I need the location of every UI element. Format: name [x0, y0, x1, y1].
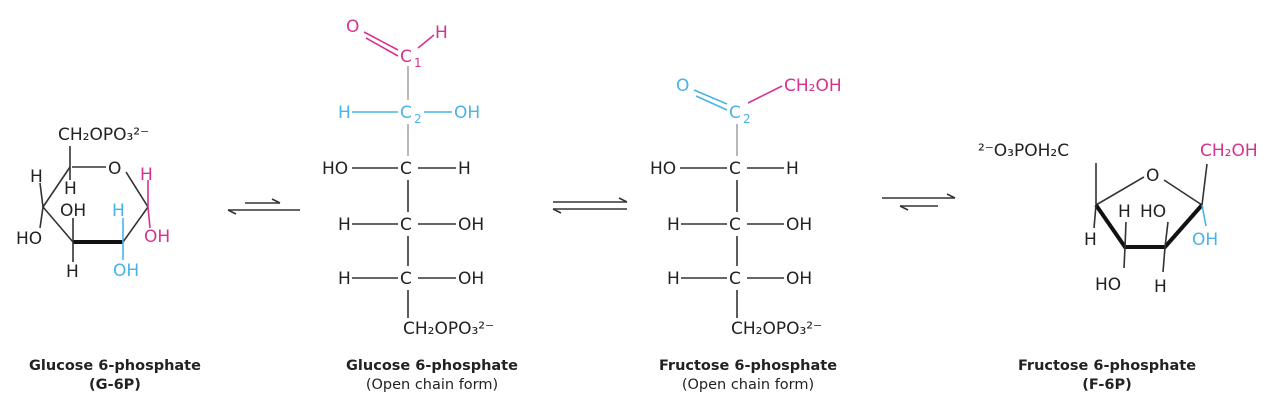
glc-c2-number: 2 [414, 112, 422, 126]
fru-c3-h: H [786, 159, 799, 179]
glc-c5-oh: OH [458, 269, 484, 289]
g6p-ring-abbrev: (G-6P) [89, 377, 141, 393]
g6p-ring-oxygen: O [108, 159, 121, 179]
g6p-ring-name: Glucose 6-phosphate [29, 358, 201, 374]
fru-c2: C [729, 103, 741, 123]
g6p-oh-c1-down: OH [144, 227, 170, 247]
g6p-h-c4-up: H [30, 167, 43, 187]
fru-c4: C [729, 215, 741, 235]
g6p-ho-c4-down: HO [16, 229, 42, 249]
fru-c3-ho: HO [650, 159, 676, 179]
g6p-oh-c3-up: OH [60, 201, 86, 221]
fru-c3: C [729, 159, 741, 179]
glc-c4-h: H [338, 215, 351, 235]
f6p-ho-c4-down: HO [1095, 275, 1121, 295]
g6p-h-c1-up: H [140, 165, 153, 185]
glc-c4: C [400, 215, 412, 235]
fru-c1-ch2oh: CH₂OH [784, 76, 842, 96]
glc-c2-oh: OH [454, 103, 480, 123]
fru-c5-h: H [667, 269, 680, 289]
glc-c2-h: H [338, 103, 351, 123]
fru-c5: C [729, 269, 741, 289]
glc-open-name: Glucose 6-phosphate [346, 358, 518, 374]
fructose-open-chain: O C 2 CH₂OH HO C H H C OH H C OH CH₂OPO₃… [650, 76, 842, 339]
equilibrium-arrow-3 [882, 193, 956, 211]
f6p-ring-structure: ²⁻O₃POH₂C CH₂OH O H H HO OH HO H [978, 141, 1258, 297]
f6p-ring-name: Fructose 6-phosphate [1018, 358, 1196, 374]
f6p-ring-oxygen: O [1146, 166, 1159, 186]
glc-c5: C [400, 269, 412, 289]
fru-open-form: (Open chain form) [682, 377, 814, 393]
f6p-c1-ch2oh: CH₂OH [1200, 141, 1258, 161]
glc-aldehyde-oxygen: O [346, 17, 359, 37]
fru-c4-h: H [667, 215, 680, 235]
fru-c6-phosphate: CH₂OPO₃²⁻ [731, 319, 822, 339]
f6p-h-c3-down: H [1154, 277, 1167, 297]
glc-c3-ho: HO [322, 159, 348, 179]
f6p-ho-c3-up: HO [1140, 202, 1166, 222]
f6p-oh-c2: OH [1192, 230, 1218, 250]
fru-c5-oh: OH [786, 269, 812, 289]
glc-aldehyde-h: H [435, 23, 448, 43]
glc-c3: C [400, 159, 412, 179]
fru-c4-oh: OH [786, 215, 812, 235]
glucose-open-chain: O H C 1 H C 2 OH HO C H H C OH H C OH [322, 17, 494, 339]
f6p-h-c5: H [1084, 230, 1097, 250]
g6p-ring-structure: CH₂OPO₃²⁻ O H H OH H H OH HO H OH [16, 125, 170, 282]
fru-ketone-oxygen: O [676, 76, 689, 96]
glc-open-form: (Open chain form) [366, 377, 498, 393]
glc-c1-number: 1 [414, 56, 422, 70]
g6p-h-c2-up: H [112, 201, 125, 221]
fru-c2-number: 2 [743, 112, 751, 126]
fru-open-name: Fructose 6-phosphate [659, 358, 837, 374]
equilibrium-arrow-2 [552, 197, 628, 214]
glc-c2: C [400, 103, 412, 123]
glc-c3-h: H [458, 159, 471, 179]
glc-c5-h: H [338, 269, 351, 289]
f6p-h-c4-up: H [1118, 202, 1131, 222]
f6p-c6-phosphate: ²⁻O₃POH₂C [978, 141, 1069, 161]
glc-c6-phosphate: CH₂OPO₃²⁻ [403, 319, 494, 339]
glc-c4-oh: OH [458, 215, 484, 235]
f6p-ring-abbrev: (F-6P) [1082, 377, 1131, 393]
glc-c1: C [400, 47, 412, 67]
g6p-h-c5-down: H [64, 179, 77, 199]
g6p-oh-c2-down: OH [113, 261, 139, 281]
g6p-ch2opo3-label: CH₂OPO₃²⁻ [58, 125, 149, 145]
g6p-h-c3-down: H [66, 262, 79, 282]
equilibrium-arrow-1 [227, 198, 300, 215]
